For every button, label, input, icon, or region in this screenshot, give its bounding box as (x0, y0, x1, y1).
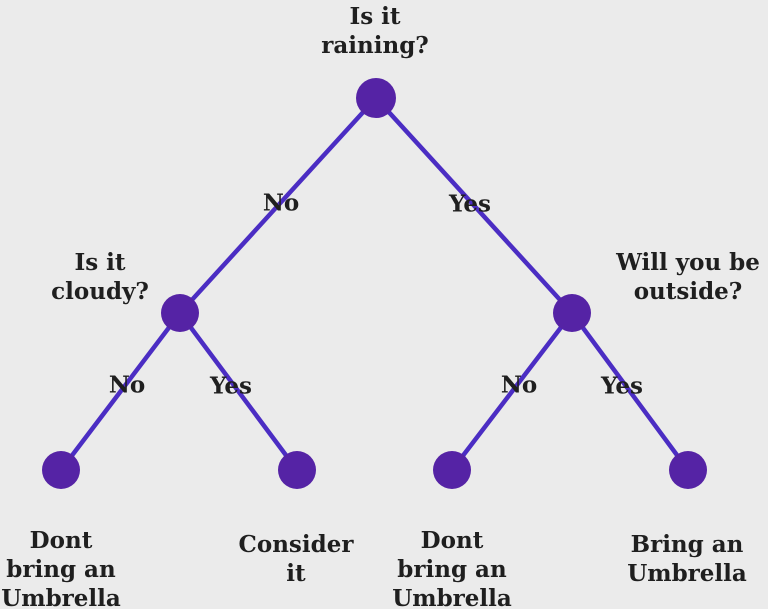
outcome-label-dont-bring-umbrella-left: Dont bring an Umbrella (1, 527, 121, 609)
node-is-it-cloudy (161, 294, 199, 332)
edge-root-yes (373, 95, 575, 316)
leaf-bring-umbrella (669, 451, 707, 489)
edge-cloudy-yes (177, 310, 300, 473)
edge-label-cloudy-no: No (108, 371, 146, 399)
outcome-label-dont-bring-umbrella-right: Dont bring an Umbrella (392, 527, 512, 609)
left-question-label: Is it cloudy? (51, 249, 149, 305)
node-root-is-it-raining (356, 78, 396, 118)
edge-label-root-no: No (262, 189, 300, 217)
node-will-you-be-outside (553, 294, 591, 332)
edge-cloudy-no (58, 310, 183, 473)
outcome-label-consider-it: Consider it (238, 531, 354, 587)
root-question-label: Is it raining? (321, 3, 429, 59)
edge-outside-no (449, 310, 575, 473)
leaf-dont-bring-umbrella-right (433, 451, 471, 489)
edge-label-outside-no: No (500, 371, 538, 399)
edge-outside-yes (569, 310, 691, 473)
leaf-dont-bring-umbrella-left (42, 451, 80, 489)
right-question-label: Will you be outside? (616, 249, 760, 305)
leaf-consider-it (278, 451, 316, 489)
outcome-label-bring-umbrella: Bring an Umbrella (627, 531, 747, 587)
edge-label-root-yes: Yes (448, 190, 492, 218)
edge-label-cloudy-yes: Yes (209, 372, 253, 400)
edge-root-no (177, 95, 379, 316)
edge-label-outside-yes: Yes (600, 372, 644, 400)
